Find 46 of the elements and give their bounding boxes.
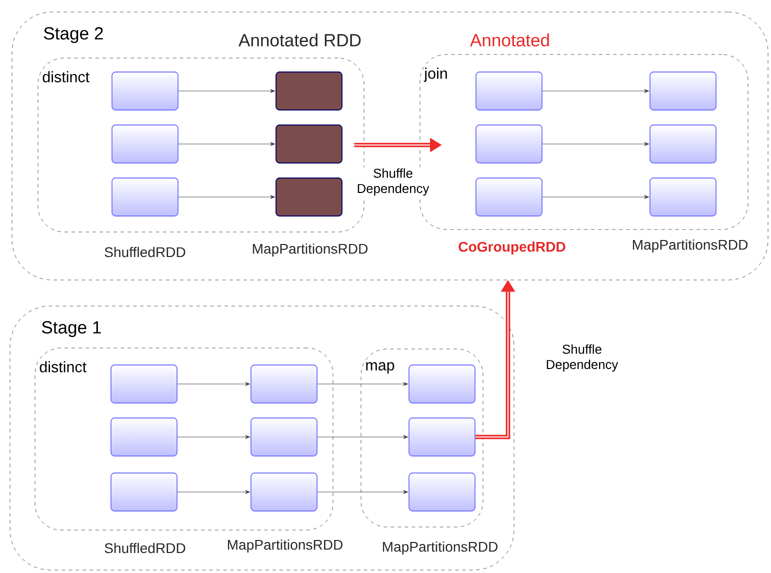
dark-partition-box bbox=[276, 72, 342, 110]
dark-partition-box bbox=[276, 124, 342, 164]
partition-box bbox=[408, 364, 476, 404]
partition-box bbox=[650, 72, 716, 110]
partition-box bbox=[112, 124, 178, 164]
column-label: CoGroupedRDD bbox=[458, 241, 566, 255]
arrow bbox=[177, 382, 250, 386]
column-label: ShuffledRDD bbox=[104, 542, 186, 554]
arrow bbox=[177, 490, 250, 494]
arrow bbox=[178, 142, 276, 146]
partition-box bbox=[476, 124, 542, 164]
column-label: ShuffledRDD bbox=[104, 246, 186, 258]
partition-box bbox=[250, 364, 318, 404]
group-box: map bbox=[360, 348, 484, 528]
group-box: distinct bbox=[34, 348, 334, 530]
partition-box bbox=[650, 178, 716, 216]
partition-box bbox=[408, 472, 476, 512]
partition-box bbox=[110, 364, 178, 404]
column-label: MapPartitionsRDD bbox=[252, 243, 368, 257]
arrow bbox=[317, 435, 408, 439]
arrow bbox=[317, 382, 408, 386]
group-title: Annotated RDD bbox=[238, 34, 361, 46]
partition-box bbox=[250, 418, 318, 456]
column-label: MapPartitionsRDD bbox=[632, 239, 748, 253]
partition-box bbox=[110, 472, 178, 512]
partition-box bbox=[476, 178, 542, 216]
column-label: MapPartitionsRDD bbox=[228, 539, 343, 553]
dark-partition-box bbox=[276, 178, 342, 216]
arrow bbox=[542, 142, 650, 146]
group-title: Annotated bbox=[470, 34, 549, 46]
arrow bbox=[542, 89, 650, 93]
column-label: MapPartitionsRDD bbox=[382, 541, 498, 555]
partition-box bbox=[476, 72, 542, 110]
partition-box bbox=[112, 178, 178, 216]
arrow bbox=[542, 195, 650, 199]
partition-box bbox=[650, 124, 716, 164]
partition-box bbox=[112, 72, 178, 110]
arrow bbox=[317, 490, 408, 494]
arrow bbox=[177, 435, 250, 439]
partition-box bbox=[250, 472, 318, 512]
partition-box bbox=[408, 418, 476, 456]
edge-label: Shuffle Dependency bbox=[540, 343, 624, 373]
partition-box bbox=[110, 418, 178, 456]
edge-label: Shuffle Dependency bbox=[352, 167, 434, 197]
arrow bbox=[178, 195, 276, 199]
arrow bbox=[178, 89, 276, 93]
